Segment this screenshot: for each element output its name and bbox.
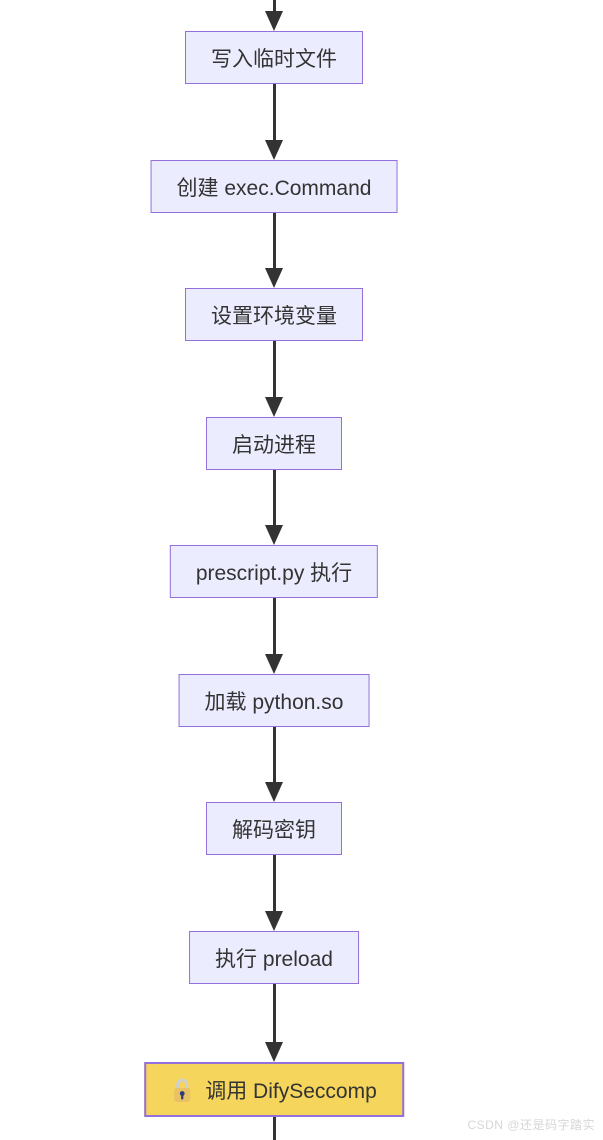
arrow-line <box>272 84 276 140</box>
arrow-line <box>272 341 276 397</box>
node-label: prescript.py 执行 <box>195 561 353 585</box>
flow-arrow <box>264 84 284 160</box>
arrow-line <box>272 213 276 268</box>
flow-arrow <box>264 0 284 31</box>
node-label: 创建 exec.Command <box>176 176 372 200</box>
arrow-head-icon <box>265 268 283 288</box>
flow-node-create-exec-command: 创建 exec.Command <box>150 160 398 213</box>
flow-line-exit <box>264 1117 284 1140</box>
node-label: 执行 preload <box>215 947 333 971</box>
arrow-line <box>272 0 276 11</box>
flow-node-start-process: 启动进程 <box>206 417 342 470</box>
node-label: 加载 python.so <box>204 690 344 714</box>
lock-icon <box>171 1077 193 1103</box>
arrow-line <box>272 598 276 654</box>
flow-node-load-python-so: 加载 python.so <box>178 674 370 727</box>
flow-arrow <box>264 984 284 1062</box>
flow-node-decode-key: 解码密钥 <box>206 802 342 855</box>
arrow-line <box>272 1117 276 1140</box>
flow-arrow <box>264 855 284 931</box>
arrow-line <box>272 470 276 525</box>
arrow-head-icon <box>265 397 283 417</box>
arrow-head-icon <box>265 911 283 931</box>
arrow-head-icon <box>265 11 283 31</box>
arrow-head-icon <box>265 140 283 160</box>
arrow-line <box>272 855 276 911</box>
arrow-head-icon <box>265 782 283 802</box>
arrow-head-icon <box>265 525 283 545</box>
flow-node-call-difyseccomp: 调用 DifySeccomp <box>144 1062 404 1117</box>
watermark: CSDN @还是码字踏实 <box>467 1118 595 1132</box>
arrow-line <box>272 984 276 1042</box>
flow-node-exec-preload: 执行 preload <box>189 931 359 984</box>
flow-arrow <box>264 341 284 417</box>
flow-arrow <box>264 727 284 802</box>
arrow-head-icon <box>265 654 283 674</box>
arrow-line <box>272 727 276 782</box>
node-label: 启动进程 <box>232 433 316 457</box>
flow-arrow <box>264 470 284 545</box>
flow-arrow <box>264 213 284 288</box>
flow-arrow <box>264 598 284 674</box>
node-label: 解码密钥 <box>232 818 316 842</box>
node-label: 设置环境变量 <box>211 304 337 328</box>
node-label: 调用 DifySeccomp <box>205 1079 377 1103</box>
flow-node-write-temp-file: 写入临时文件 <box>185 31 363 84</box>
flow-node-set-env-vars: 设置环境变量 <box>185 288 363 341</box>
arrow-head-icon <box>265 1042 283 1062</box>
node-label: 写入临时文件 <box>211 47 337 71</box>
flow-node-prescript-exec: prescript.py 执行 <box>169 545 379 598</box>
